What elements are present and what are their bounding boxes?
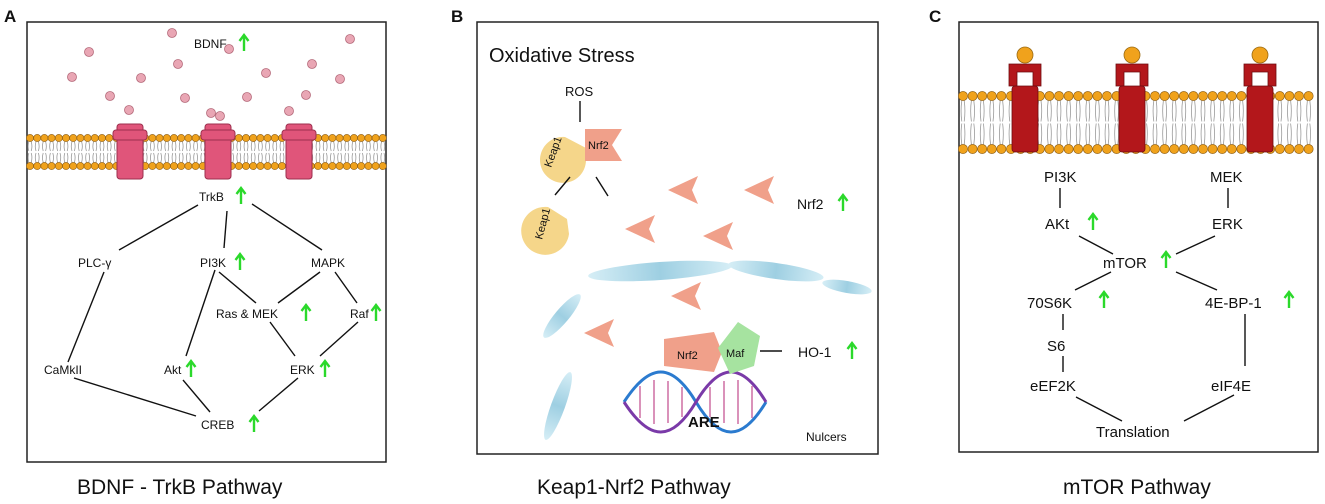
nrf2-dna-label: Nrf2 (677, 350, 698, 362)
panel-c-edges (1059, 188, 1246, 422)
panel-c-letter: C (929, 7, 941, 26)
keap1-icon (521, 206, 569, 255)
panel-a-frame (26, 21, 387, 463)
pi3k-label: PI3K (200, 256, 226, 270)
mek-label: MEK (1210, 169, 1243, 186)
maf-icon (718, 322, 760, 374)
maf-label: Maf (726, 348, 745, 360)
mapk-label: MAPK (311, 256, 345, 270)
ros-label: ROS (565, 84, 594, 99)
oxidative-stress-title: Oxidative Stress (489, 45, 635, 67)
4ebp1-label: 4E-BP-1 (1205, 295, 1262, 312)
s6-label: S6 (1047, 338, 1065, 355)
receptor-icon (1008, 46, 1277, 153)
akt-label: AKt (1045, 216, 1070, 233)
ras-mek-label: Ras & MEK (216, 307, 278, 321)
panel-a-edges (67, 203, 359, 417)
s6k-label: 70S6K (1027, 295, 1072, 312)
plc-gamma-label: PLC-γ (78, 256, 111, 270)
nrf2-side-label: Nrf2 (797, 196, 824, 212)
panel-b: B Oxidative Stress ROS Keap1 Nrf2 Keap1 … (451, 7, 879, 499)
bdnf-label: BDNF (194, 37, 227, 51)
panel-b-caption: Keap1-Nrf2 Pathway (537, 476, 731, 499)
raf-label: Raf (350, 307, 369, 321)
erk-label: ERK (1212, 216, 1243, 233)
panel-a-caption: BDNF - TrkB Pathway (77, 476, 283, 499)
erk-label: ERK (290, 363, 315, 377)
ho1-label: HO-1 (798, 344, 832, 360)
are-label: ARE (688, 414, 720, 431)
nucleus-label: Nulcers (806, 430, 847, 444)
creb-label: CREB (201, 418, 234, 432)
camkii-label: CaMkII (44, 363, 82, 377)
nucleus-fibers (543, 260, 872, 440)
panel-a: A BDNF (4, 7, 387, 499)
eef2k-label: eEF2K (1030, 378, 1076, 395)
panel-a-letter: A (4, 7, 16, 26)
ligand-icon (67, 28, 355, 121)
dna-helix-icon (622, 370, 768, 434)
panel-c: C (929, 7, 1319, 499)
nrf2-icon (664, 332, 722, 372)
panel-b-letter: B (451, 7, 463, 26)
translation-label: Translation (1096, 424, 1170, 441)
pi3k-label: PI3K (1044, 169, 1077, 186)
nrf2-top-label: Nrf2 (588, 140, 609, 152)
receptor-icon (112, 123, 317, 180)
eif4e-label: eIF4E (1211, 378, 1251, 395)
keap1-icon (540, 136, 586, 183)
nrf2-icon (585, 129, 622, 161)
akt-label: Akt (164, 363, 182, 377)
panel-c-caption: mTOR Pathway (1063, 476, 1211, 499)
mtor-label: mTOR (1103, 255, 1147, 272)
trkb-label: TrkB (199, 190, 224, 204)
